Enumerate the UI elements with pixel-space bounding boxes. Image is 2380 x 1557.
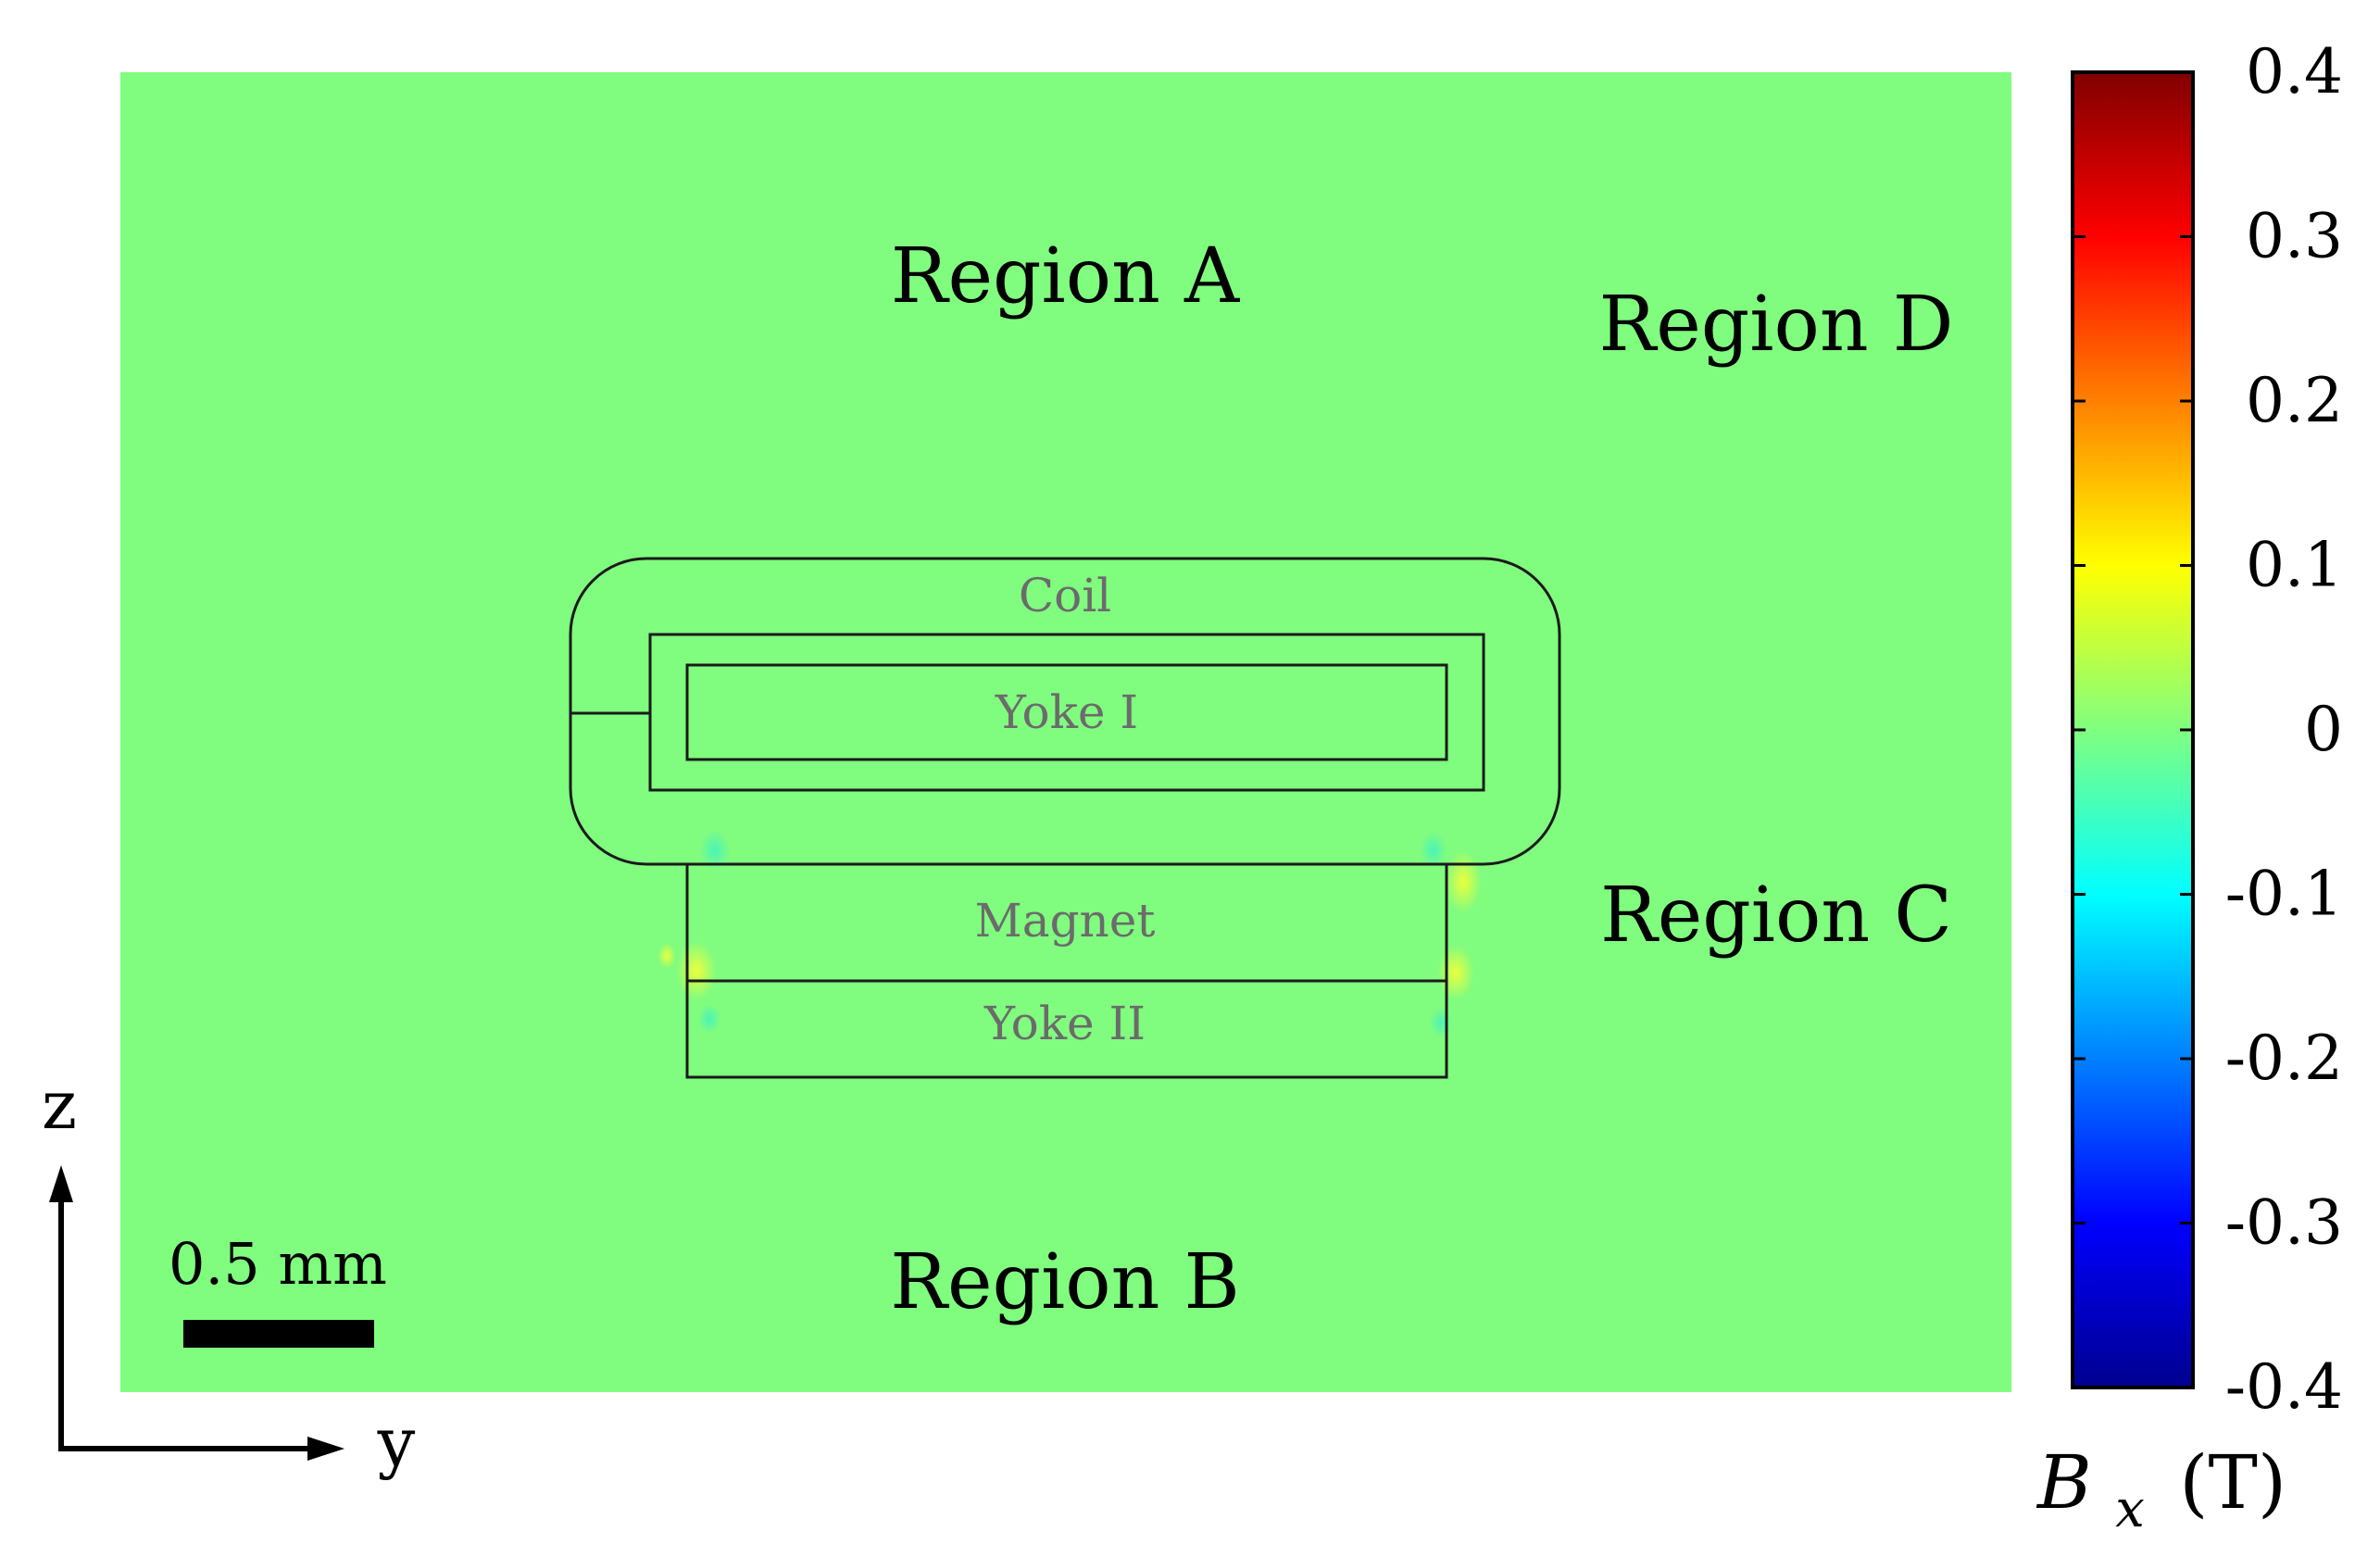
region-c-label: Region C [1600,872,1952,960]
colorbar-tick-label: 0.3 [2246,201,2343,272]
field-spot [1437,945,1474,1000]
field-map-background [120,72,2011,1392]
y-axis-label: y [377,1403,416,1481]
region-d-label: Region D [1599,281,1954,369]
colorbar-tick-label: -0.2 [2225,1023,2343,1094]
magnet-label: Magnet [975,894,1156,948]
field-spot [700,830,730,871]
field-spot [1445,850,1482,913]
scale-bar [183,1320,374,1348]
field-spot [676,941,717,1000]
region-b-label: Region B [890,1238,1240,1326]
colorbar-tick-label: 0.1 [2246,530,2343,601]
device-outline [569,557,1561,1079]
field-spot [658,943,676,969]
colorbar-label-unit: (T) [2179,1439,2286,1526]
colorbar-tick-label: 0 [2304,694,2343,765]
coil-inner-outline [648,633,1485,792]
colorbar-label: B x (T) [2036,1439,2286,1544]
colorbar-tick-label: 0.2 [2246,365,2343,436]
z-axis-arrowhead [49,1165,73,1202]
colorbar-gradient [2071,70,2195,1389]
z-axis-label: z [42,1066,77,1144]
region-a-label: Region A [891,232,1241,320]
field-spot [1430,1008,1452,1037]
colorbar-tick-label: -0.1 [2225,859,2343,930]
colorbar-tick-label: -0.3 [2225,1187,2343,1259]
colorbar-label-var: B [2036,1439,2092,1526]
yoke-i-outline [685,663,1448,761]
field-spot [1421,832,1447,869]
yoke-ii-label: Yoke II [983,997,1146,1050]
colorbar-label-sub: x [2115,1479,2145,1539]
coil-label: Coil [1019,569,1111,622]
colorbar: 0.4 0.3 0.2 0.1 0 -0.1 -0.2 -0.3 -0.4 [2071,36,2343,1423]
yoke-i-label: Yoke I [995,685,1138,739]
colorbar-tick-label: 0.4 [2246,36,2343,107]
field-spot [698,1004,720,1034]
yoke-ii-outline [685,979,1448,1079]
y-axis-arrowhead [307,1437,344,1461]
scale-bar-label: 0.5 mm [169,1230,387,1298]
colorbar-tick-label: -0.4 [2225,1351,2343,1423]
axis-indicator [58,1190,319,1451]
